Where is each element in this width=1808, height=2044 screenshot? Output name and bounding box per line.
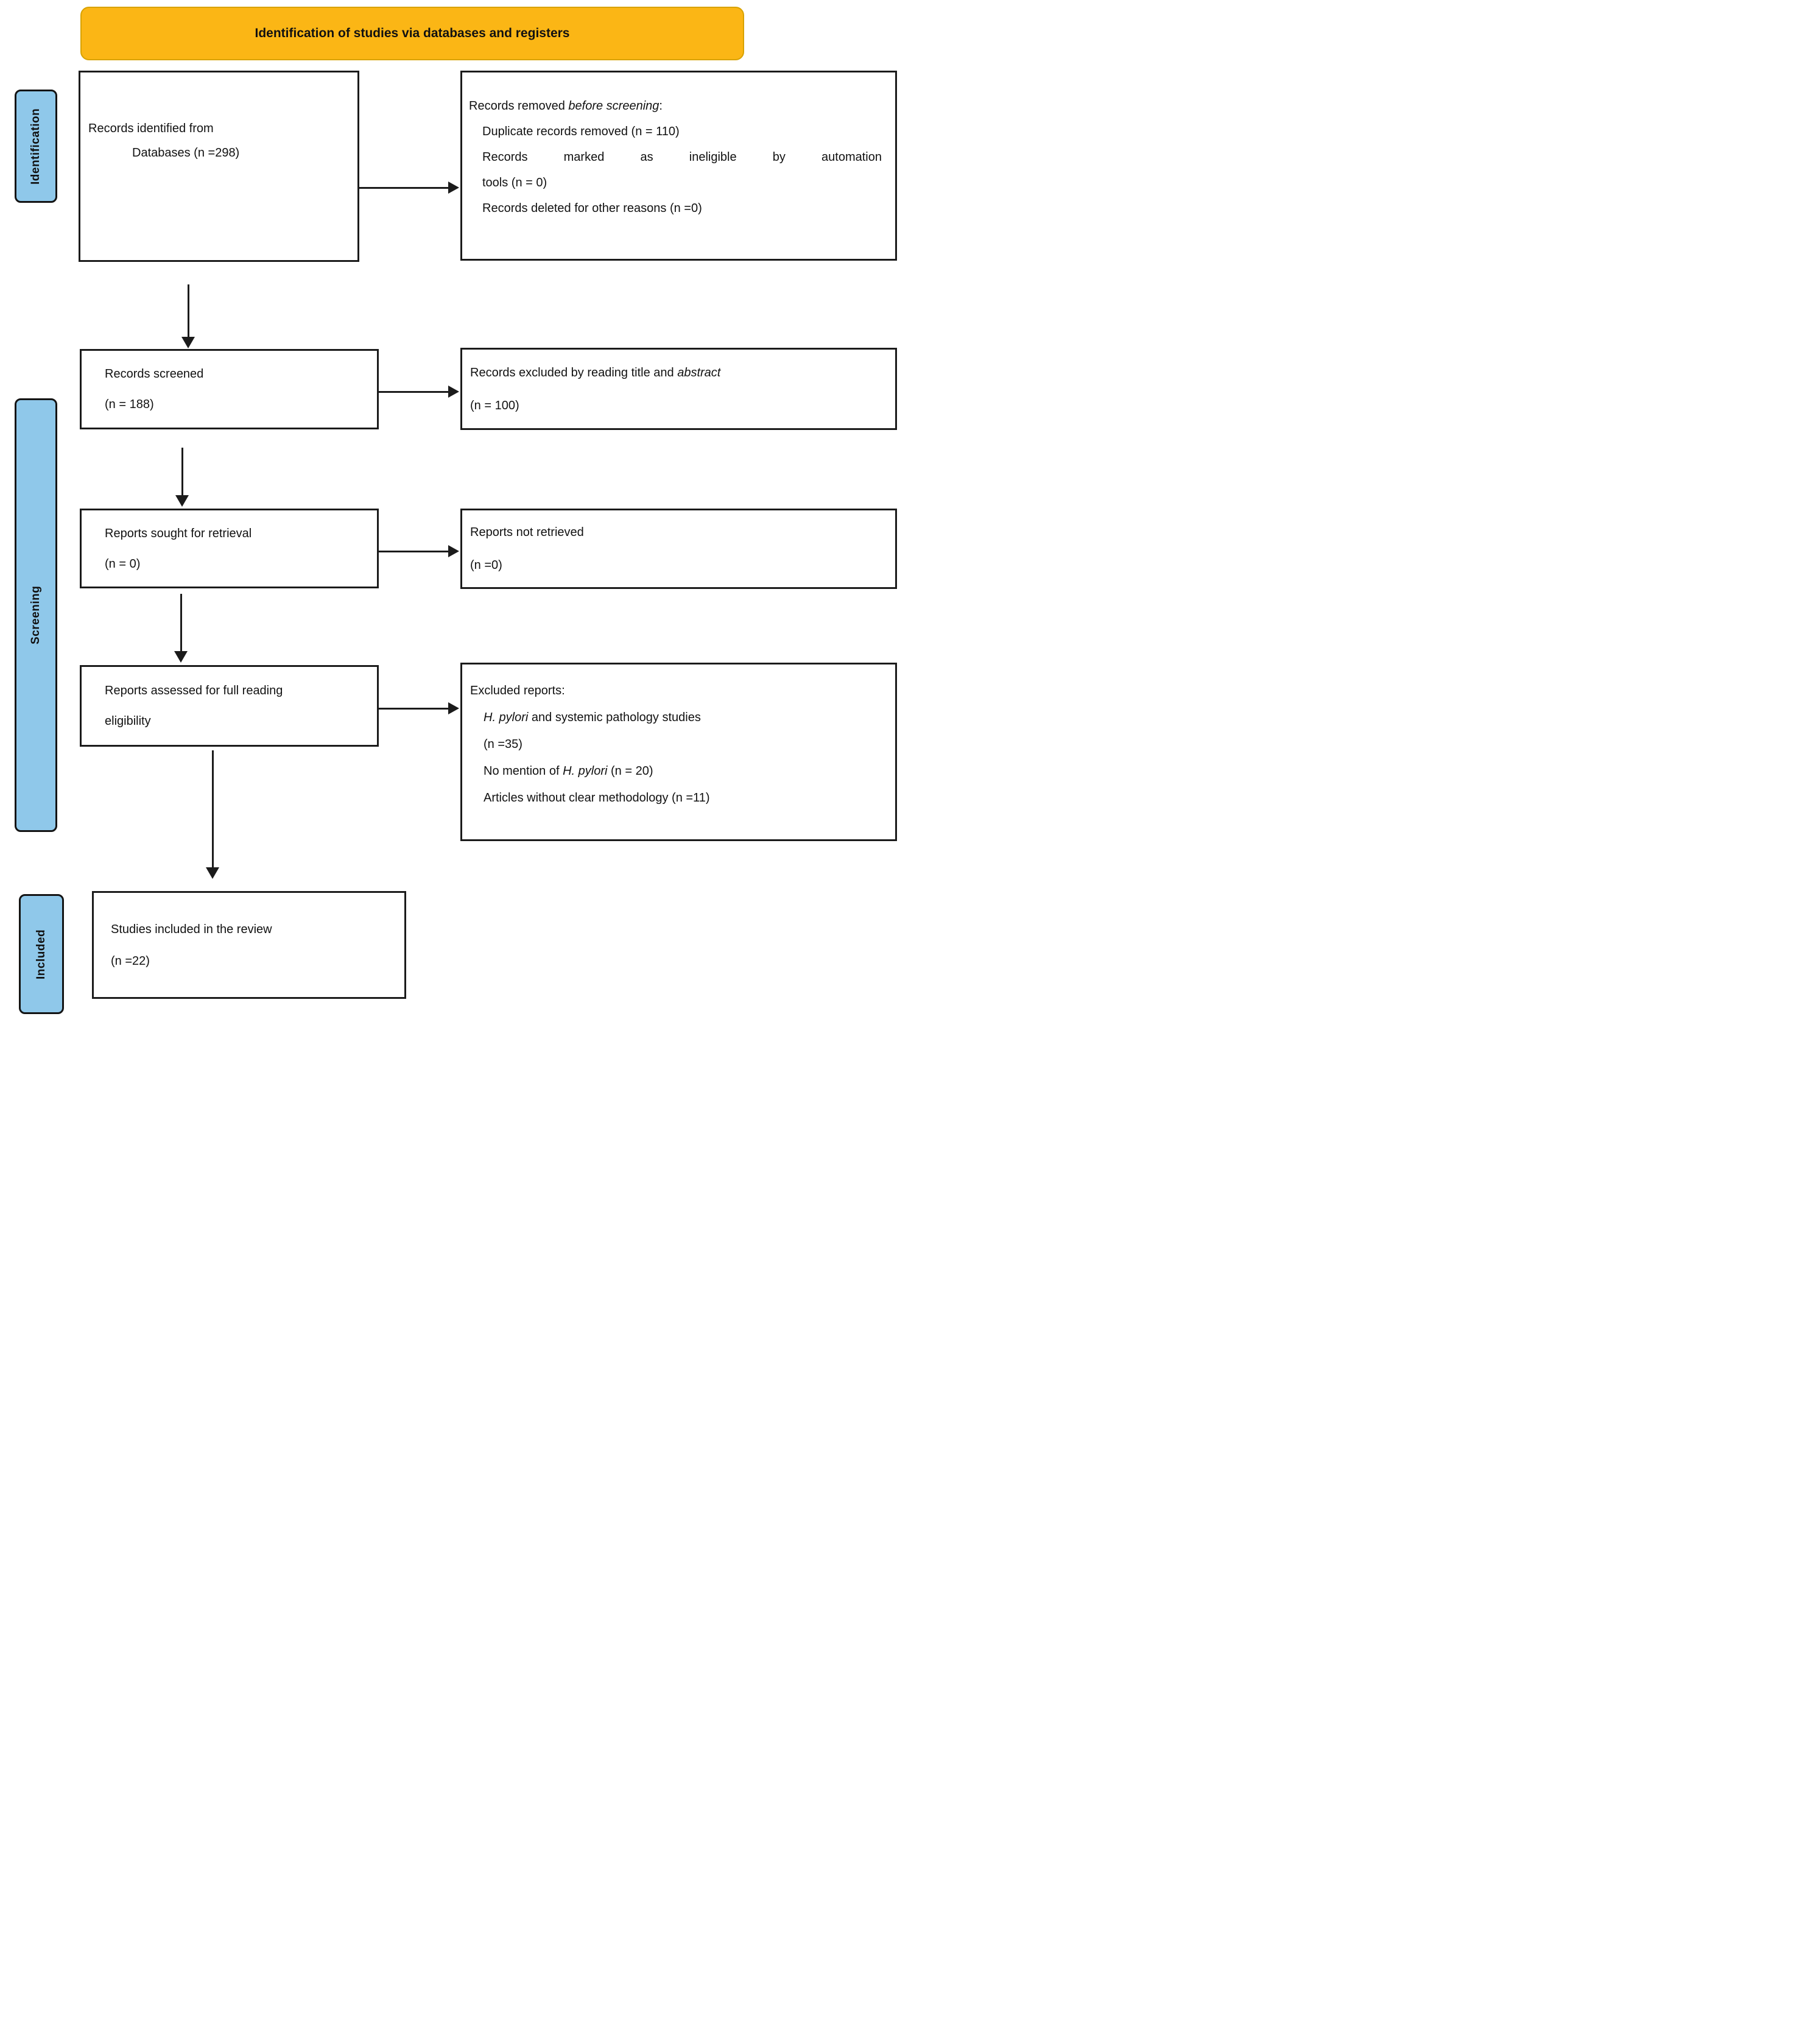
box-records-removed-before-screening: Records removed before screening: Duplic…: [460, 71, 897, 261]
box-line: Records deleted for other reasons (n =0): [482, 202, 702, 215]
box-line: Reports not retrieved: [470, 526, 584, 539]
box-reports-sought: Reports sought for retrieval (n = 0): [80, 509, 379, 588]
box-line: No mention of H. pylori (n = 20): [484, 764, 653, 778]
box-line: tools (n = 0): [482, 176, 547, 189]
arrow-head-icon: [206, 867, 219, 879]
arrow-shaft: [379, 391, 449, 393]
box-line: (n =0): [470, 559, 502, 572]
stage-label: Screening: [29, 585, 42, 645]
arrow-shaft: [379, 708, 449, 710]
arrow-head-icon: [448, 181, 459, 194]
stage-label: Identification: [29, 108, 42, 185]
box-studies-included: Studies included in the review (n =22): [92, 891, 406, 999]
stage-tab-included: Included: [19, 894, 64, 1014]
box-line: Excluded reports:: [470, 683, 565, 697]
box-line: Studies included in the review: [111, 922, 272, 936]
arrow-shaft: [212, 750, 214, 869]
header-banner: Identification of studies via databases …: [80, 7, 744, 60]
arrow-shaft: [188, 284, 189, 338]
arrow-head-icon: [174, 651, 188, 663]
box-line: Reports sought for retrieval: [105, 526, 252, 540]
box-reports-not-retrieved: Reports not retrieved (n =0): [460, 509, 897, 589]
box-line: Records screened: [105, 367, 204, 381]
box-line: Articles without clear methodology (n =1…: [484, 791, 710, 805]
prisma-flow-diagram: Identification of studies via databases …: [0, 0, 904, 1022]
header-title: Identification of studies via databases …: [255, 26, 570, 40]
arrow-head-icon: [448, 545, 459, 557]
box-line: (n =22): [111, 954, 150, 968]
box-line: (n =35): [484, 737, 522, 751]
box-records-identified: Records identified from Databases (n =29…: [79, 71, 359, 262]
arrow-shaft: [181, 448, 183, 496]
box-line: Records excluded by reading title and ab…: [470, 365, 721, 379]
box-line: (n = 188): [105, 398, 154, 411]
box-excluded-reports: Excluded reports: H. pylori and systemic…: [460, 663, 897, 841]
box-line: H. pylori and systemic pathology studies: [484, 710, 701, 724]
box-line: Records identified from: [88, 122, 214, 135]
arrow-head-icon: [448, 702, 459, 714]
stage-tab-identification: Identification: [15, 90, 57, 203]
arrow-shaft: [359, 187, 449, 189]
stage-label: Included: [35, 929, 47, 979]
arrow-head-icon: [181, 337, 195, 348]
box-records-screened: Records screened (n = 188): [80, 349, 379, 429]
arrow-shaft: [379, 551, 449, 552]
arrow-head-icon: [175, 495, 189, 507]
box-line: Databases (n =298): [132, 146, 240, 160]
arrow-head-icon: [448, 386, 459, 398]
box-line: (n = 100): [470, 398, 519, 412]
box-line: Duplicate records removed (n = 110): [482, 125, 680, 138]
stage-tab-screening: Screening: [15, 398, 57, 832]
box-line: Records removed before screening:: [469, 99, 663, 113]
box-line: Reports assessed for full reading: [105, 684, 283, 697]
box-records-excluded-title-abstract: Records excluded by reading title and ab…: [460, 348, 897, 430]
box-reports-assessed: Reports assessed for full reading eligib…: [80, 665, 379, 747]
arrow-shaft: [180, 594, 182, 652]
box-line: Records marked as ineligible by automati…: [482, 150, 882, 164]
box-line: eligibility: [105, 714, 151, 728]
box-line: (n = 0): [105, 557, 141, 571]
